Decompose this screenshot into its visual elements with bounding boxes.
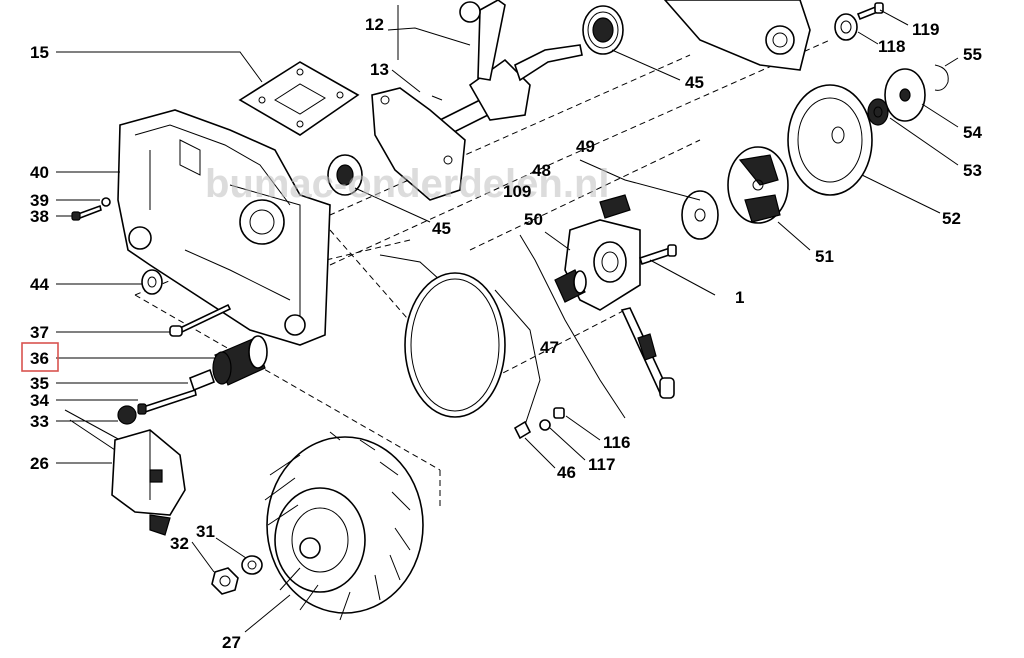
worm-gear-50-part[interactable]: [554, 269, 587, 303]
clutch-51-part[interactable]: [727, 146, 789, 224]
sleeve-118-part[interactable]: [834, 13, 858, 41]
label-49[interactable]: 49: [576, 137, 595, 156]
ignition-module-part[interactable]: [64, 409, 186, 536]
grommet-33-part[interactable]: [117, 405, 137, 425]
label-50[interactable]: 50: [524, 210, 543, 229]
label-1[interactable]: 1: [735, 288, 744, 307]
label-117[interactable]: 117: [588, 455, 615, 474]
part-labels: 12 13 15 40 39 38 44 37 36 35 34 33 26 3…: [30, 15, 982, 652]
label-13[interactable]: 13: [370, 60, 389, 79]
label-12[interactable]: 12: [365, 15, 384, 34]
label-51[interactable]: 51: [815, 247, 834, 266]
label-35[interactable]: 35: [30, 374, 49, 393]
label-52[interactable]: 52: [942, 209, 961, 228]
crankshaft-part[interactable]: [428, 0, 583, 142]
highlight-box: [21, 342, 59, 372]
label-54[interactable]: 54: [963, 123, 982, 142]
label-55[interactable]: 55: [963, 45, 982, 64]
label-34[interactable]: 34: [30, 391, 49, 410]
washer-31-part[interactable]: [241, 555, 263, 575]
label-32[interactable]: 32: [170, 534, 189, 553]
bolt-37-part[interactable]: [169, 303, 232, 337]
label-48[interactable]: 48: [532, 161, 551, 180]
clip-55-part[interactable]: [934, 64, 949, 91]
leader-lines: [56, 5, 959, 633]
crankcase-half-part[interactable]: [663, 0, 811, 71]
screw-34-part[interactable]: [137, 388, 197, 415]
label-53[interactable]: 53: [963, 161, 982, 180]
screw-38-part[interactable]: [71, 197, 111, 221]
label-45-top[interactable]: 45: [685, 73, 704, 92]
label-33[interactable]: 33: [30, 412, 49, 431]
label-116[interactable]: 116: [603, 433, 630, 452]
screw-119-part[interactable]: [856, 2, 884, 21]
label-44[interactable]: 44: [30, 275, 49, 294]
washer-49-part[interactable]: [681, 190, 719, 240]
label-45-lower[interactable]: 45: [432, 219, 451, 238]
bearing-45-lower-part[interactable]: [327, 154, 363, 196]
nut-32-part[interactable]: [211, 567, 239, 595]
washer-117-part[interactable]: [539, 419, 551, 431]
label-118[interactable]: 118: [878, 37, 905, 56]
label-27[interactable]: 27: [222, 633, 241, 652]
needle-bearing-53-part[interactable]: [867, 98, 889, 126]
cylinder-gasket-part[interactable]: [238, 61, 360, 136]
crankcase-part[interactable]: [117, 109, 331, 346]
label-109[interactable]: 109: [503, 182, 531, 201]
label-31[interactable]: 31: [196, 522, 215, 541]
label-26[interactable]: 26: [30, 454, 49, 473]
label-38[interactable]: 38: [30, 207, 49, 226]
label-39[interactable]: 39: [30, 191, 49, 210]
screw-116-part[interactable]: [553, 407, 565, 419]
bearing-45-top-part[interactable]: [582, 5, 624, 55]
clutch-drum-52-part[interactable]: [787, 84, 873, 196]
retainer-13-part[interactable]: [371, 87, 466, 201]
label-37[interactable]: 37: [30, 323, 49, 342]
chain-brake-band-part[interactable]: [379, 254, 541, 440]
label-119[interactable]: 119: [912, 20, 939, 39]
label-15[interactable]: 15: [30, 43, 49, 62]
sleeve-35-part[interactable]: [189, 368, 215, 392]
bushing-36-part[interactable]: [212, 335, 268, 386]
label-36[interactable]: 36: [30, 349, 49, 368]
flywheel-part[interactable]: [264, 431, 424, 621]
label-40[interactable]: 40: [30, 163, 49, 182]
bracket-47-part[interactable]: [519, 234, 626, 419]
label-47[interactable]: 47: [540, 338, 559, 357]
label-46[interactable]: 46: [557, 463, 576, 482]
washer-54-part[interactable]: [884, 68, 926, 122]
watermark-text: bumac-onderdelen.nl: [205, 162, 610, 206]
part-48-109[interactable]: [599, 194, 631, 219]
oil-seal-44-part[interactable]: [141, 269, 163, 295]
pump-shaft-part[interactable]: [620, 307, 675, 399]
